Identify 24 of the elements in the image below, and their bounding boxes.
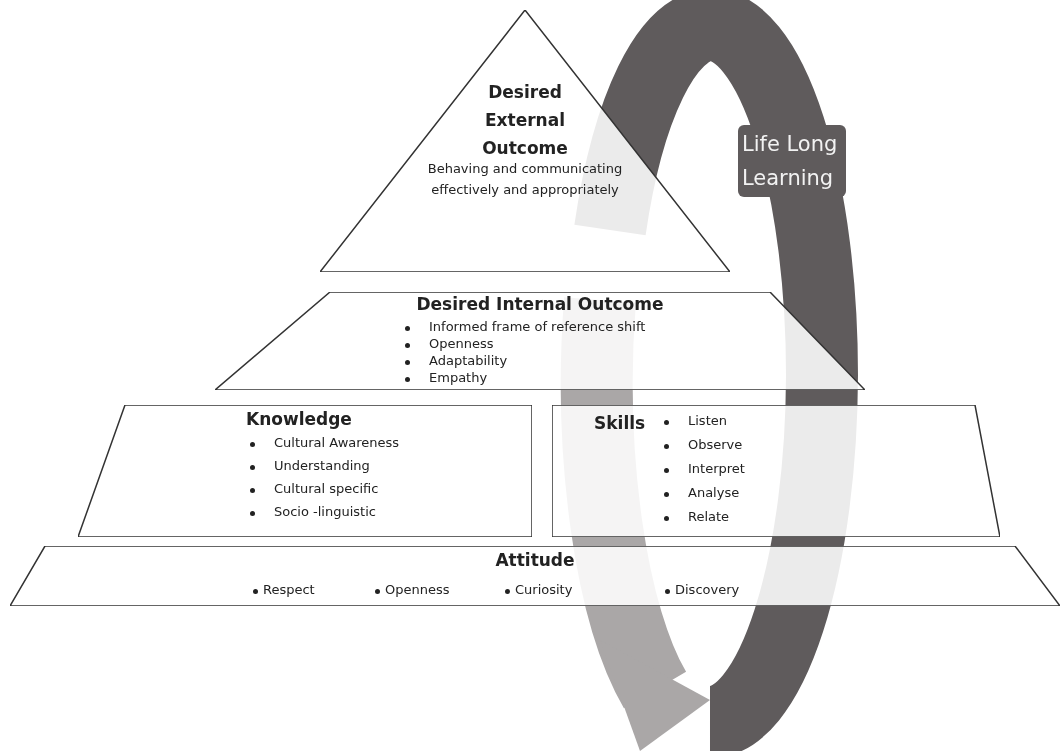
layer-heading: Skills [594, 413, 646, 433]
layer-heading: Desired Internal Outcome [415, 294, 665, 314]
layer-heading: Knowledge [246, 409, 352, 429]
bullet-item: Openness [429, 336, 494, 351]
bullet-item: Interpret [688, 461, 745, 476]
bullet-item: Empathy [429, 370, 488, 385]
description-text: Behaving and communicating effectively and appropriately [426, 160, 624, 199]
bullet-item: Understanding [274, 458, 370, 473]
bullet-item: Socio -linguistic [274, 504, 376, 519]
bullet-item: Curiosity [515, 582, 573, 597]
bullet-item: Informed frame of reference shift [429, 319, 646, 334]
layer-heading: Desired External Outcome [481, 81, 569, 160]
cycle-label: Life Long Learning [738, 125, 846, 197]
layer-heading: Attitude [494, 550, 576, 570]
bullet-item: Observe [688, 437, 743, 452]
bullet-item: Adaptability [429, 353, 508, 368]
bullet-item: Openness [385, 582, 450, 597]
bullet-item: Analyse [688, 485, 740, 500]
bullet-item: Relate [688, 509, 730, 524]
bullet-item: Listen [688, 413, 727, 428]
bullet-item: Cultural specific [274, 481, 379, 496]
bullet-item: Discovery [675, 582, 740, 597]
bullet-item: Cultural Awareness [274, 435, 400, 450]
bullet-item: Respect [263, 582, 315, 597]
